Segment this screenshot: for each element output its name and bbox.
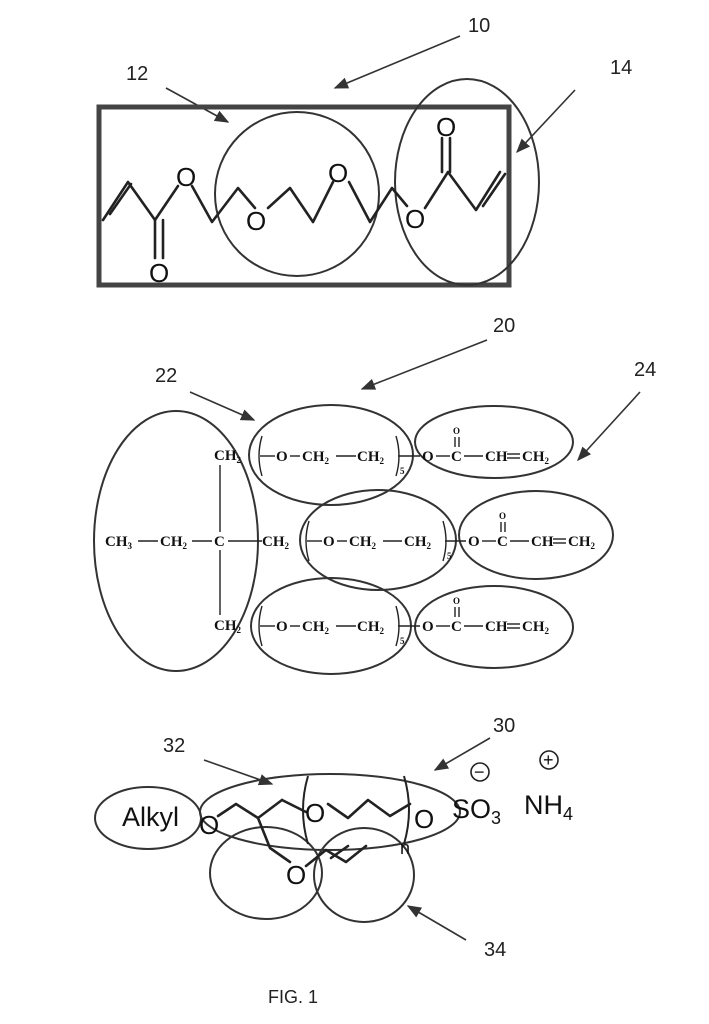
- ethoxy-chain-ellipse: [199, 773, 461, 851]
- leader-arrow-14: [516, 89, 576, 154]
- carbonyl-c-top: C: [451, 449, 462, 465]
- allyl-ether-ellipse-right: [313, 827, 415, 923]
- leader-arrow-30: [433, 737, 491, 771]
- ether-oxygen-atom: O: [414, 804, 434, 834]
- ethoxy-ellipse-middle: [299, 489, 457, 591]
- positive-charge-circle: [539, 750, 559, 770]
- ester-o-top: O: [422, 449, 434, 465]
- ref-label-24: 24: [634, 359, 656, 381]
- ether-oxygen-atom: O: [328, 158, 348, 188]
- carbonyl-o-top: O: [453, 426, 460, 436]
- repeat-n-middle: 5: [447, 551, 452, 561]
- acrylate-ellipse-top: [414, 405, 574, 479]
- ch2-bottom: CH2: [302, 619, 330, 636]
- ch-bottom: CH: [485, 619, 508, 635]
- molecule-box: [96, 104, 512, 288]
- ref-label-10: 10: [468, 15, 490, 37]
- structure-30-surfactant: 30 32 34 Alkyl O O O O n SO3 NH4 − +: [94, 715, 573, 961]
- leader-arrow-10: [333, 35, 461, 89]
- ether-o-bottom: O: [276, 619, 288, 635]
- ref-label-22: 22: [155, 365, 177, 387]
- sulfonate-group: SO3: [452, 794, 501, 828]
- ref-label-20: 20: [493, 315, 515, 337]
- repeat-n-bottom: 5: [400, 636, 405, 646]
- ref-label-14: 14: [610, 57, 632, 79]
- ch2-bottom: CH2: [357, 619, 385, 636]
- ch-top: CH: [485, 449, 508, 465]
- structure-10-diacrylate: 10 12 14 O O O O O O: [96, 15, 632, 288]
- alkyl-label: Alkyl: [122, 802, 179, 832]
- ch2-vinyl-middle: CH2: [568, 534, 596, 551]
- leader-arrow-20: [360, 339, 488, 390]
- negative-charge-sign: −: [474, 762, 485, 782]
- ref-label-34: 34: [484, 939, 506, 961]
- ref-label-32: 32: [163, 735, 185, 757]
- ref-label-30: 30: [493, 715, 515, 737]
- repeat-n: n: [400, 838, 410, 858]
- ch2-middle: CH2: [262, 534, 290, 551]
- leader-arrow-34: [406, 905, 467, 941]
- carbonyl-oxygen-atom: O: [436, 112, 456, 142]
- ref-label-12: 12: [126, 63, 148, 85]
- carbonyl-c-bottom: C: [451, 619, 462, 635]
- central-carbon: C: [214, 534, 225, 550]
- ester-o-bottom: O: [422, 619, 434, 635]
- carbonyl-c-middle: C: [497, 534, 508, 550]
- ethylene-glycol-circle: [214, 111, 380, 277]
- oxygen-atom: O: [176, 162, 196, 192]
- carbonyl-o-middle: O: [499, 511, 506, 521]
- acrylate-ellipse: [394, 78, 540, 286]
- leader-arrow-24: [577, 391, 641, 462]
- ether-oxygen-atom: O: [199, 810, 219, 840]
- allyl-ether-oxygen: O: [286, 860, 306, 890]
- ch2-middle: CH2: [404, 534, 432, 551]
- molecule-3-bonds: [216, 775, 412, 868]
- ch-middle: CH: [531, 534, 554, 550]
- acrylate-ellipse-middle: [458, 490, 614, 580]
- ethoxy-ellipse-top: [248, 404, 414, 506]
- ch2-vinyl-bottom: CH2: [522, 619, 550, 636]
- carbonyl-o-bottom: O: [453, 596, 460, 606]
- figure-caption: FIG. 1: [268, 987, 318, 1007]
- ammonium-group: NH4: [524, 790, 573, 824]
- ester-o-middle: O: [468, 534, 480, 550]
- leader-arrow-22: [189, 391, 256, 421]
- structure-20-triacrylate: 20 22 24 CH3 CH2 C CH2 O CH2 CH2 5 O: [93, 315, 656, 675]
- ch2-bottom: CH2: [214, 618, 242, 635]
- acrylate-ellipse-bottom: [414, 585, 574, 669]
- molecule-1-bonds: [101, 136, 507, 260]
- ch2-middle: CH2: [349, 534, 377, 551]
- methyl-ch3: CH3: [105, 534, 133, 551]
- ether-o-middle: O: [323, 534, 335, 550]
- ether-o-top: O: [276, 449, 288, 465]
- positive-charge-sign: +: [543, 750, 554, 770]
- ester-oxygen-atom: O: [405, 204, 425, 234]
- ch2-top: CH2: [357, 449, 385, 466]
- ch2-vinyl-top: CH2: [522, 449, 550, 466]
- ether-oxygen-atom: O: [305, 798, 325, 828]
- carbonyl-oxygen-atom: O: [149, 258, 169, 288]
- ch2-top: CH2: [302, 449, 330, 466]
- ch2-top: CH2: [214, 448, 242, 465]
- allyl-ether-ellipse-left: [209, 826, 323, 920]
- ether-oxygen-atom: O: [246, 206, 266, 236]
- methylene-ch2: CH2: [160, 534, 188, 551]
- negative-charge-circle: [470, 762, 490, 782]
- repeat-n-top: 5: [400, 466, 405, 476]
